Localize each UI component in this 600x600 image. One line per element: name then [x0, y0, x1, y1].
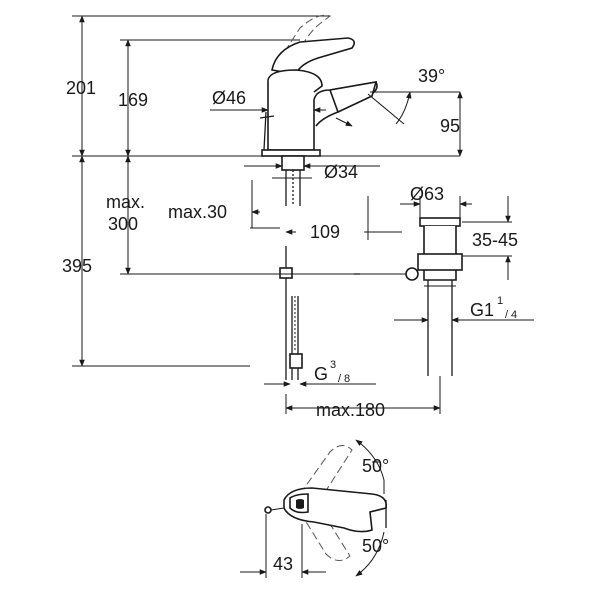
dim-max-30: max.30	[168, 180, 280, 229]
label-d34: Ø34	[324, 162, 358, 182]
label-g38-slash: /	[338, 373, 342, 385]
label-109: 109	[310, 222, 340, 242]
faucet-base	[261, 149, 321, 157]
waste-pivot	[405, 267, 419, 281]
popup-rod	[259, 111, 275, 151]
dim-201: 201	[66, 15, 330, 157]
dim-109: 109	[285, 196, 402, 242]
label-max180: max.180	[316, 400, 385, 420]
dim-thread-g1: G1 1 / 4	[394, 295, 534, 323]
dim-diameter-46: Ø46	[210, 88, 326, 113]
body-top	[267, 69, 323, 93]
label-g1-slash: /	[505, 309, 509, 321]
label-g38-sup: 3	[330, 359, 336, 371]
label-95: 95	[440, 116, 460, 136]
waste-assembly	[340, 217, 463, 376]
dim-thread-g38: G 3 / 8	[264, 359, 376, 387]
shank	[281, 155, 305, 171]
dim-43: 43	[240, 514, 326, 578]
label-d63: Ø63	[410, 184, 444, 204]
dim-angle-50-bottom: 50°	[355, 531, 389, 577]
popup-knob	[264, 506, 272, 514]
label-35-45: 35-45	[472, 230, 518, 250]
dim-max-300: max. 300	[106, 155, 280, 275]
lever	[271, 37, 356, 75]
dim-angle-39: 39°	[335, 66, 460, 127]
label-201: 201	[66, 78, 96, 98]
label-169: 169	[118, 90, 148, 110]
spout	[328, 80, 378, 114]
label-g38-sub: 8	[344, 373, 350, 385]
label-50-top: 50°	[362, 456, 389, 476]
faucet-top-view	[264, 445, 388, 561]
dim-max-180: max.180	[285, 376, 441, 420]
label-395: 395	[62, 256, 92, 276]
label-max: max.	[106, 192, 145, 212]
dim-angle-50-top: 50°	[355, 439, 389, 494]
top-body	[283, 487, 388, 533]
label-43: 43	[273, 554, 293, 574]
hose-nut	[279, 267, 293, 279]
waste-flange	[419, 217, 461, 227]
label-d46: Ø46	[212, 88, 246, 108]
dim-diameter-63: Ø63	[400, 184, 472, 218]
lever-ghost-bottom	[299, 507, 351, 561]
label-max30: max.30	[168, 202, 227, 222]
waste-nut	[417, 253, 463, 271]
label-300: 300	[108, 214, 138, 234]
waste-body	[423, 226, 457, 281]
label-g38: G	[314, 364, 328, 384]
dim-35-45: 35-45	[462, 196, 518, 280]
label-39: 39°	[418, 66, 445, 86]
hose-connector	[289, 353, 303, 369]
label-g1: G1	[470, 300, 494, 320]
label-g1-sup: 1	[497, 295, 503, 307]
top-lever-mark	[296, 499, 304, 509]
lever-ghost-top	[299, 445, 353, 501]
dim-395: 395	[62, 155, 250, 367]
label-g1-sub: 4	[511, 309, 517, 321]
dim-diameter-34: Ø34	[244, 162, 380, 182]
dim-169: 169	[118, 39, 300, 157]
supply-hoses	[272, 246, 350, 380]
faucet-side-view	[259, 14, 378, 206]
dim-95: 95	[440, 91, 463, 157]
label-50-bottom: 50°	[362, 536, 389, 556]
